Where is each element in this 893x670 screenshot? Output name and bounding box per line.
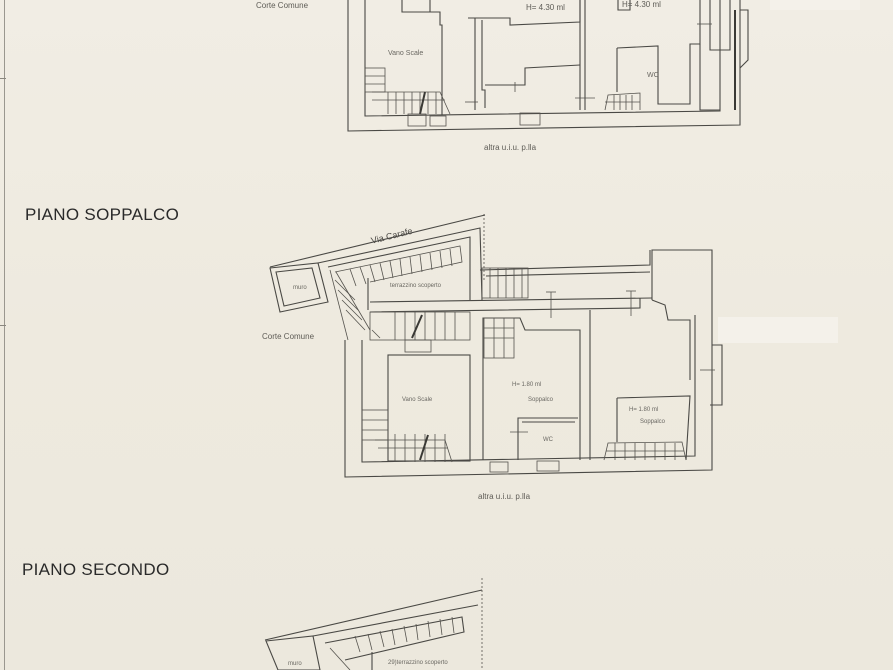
label-vano-scale: Vano Scale bbox=[388, 50, 424, 57]
section-title-piano-soppalco: PIANO SOPPALCO bbox=[25, 205, 180, 224]
label-height: H= 4.30 ml bbox=[526, 3, 565, 12]
label-corte-comune: Corte Comune bbox=[262, 332, 315, 341]
label-height: H= 4.30 ml bbox=[622, 0, 661, 9]
label-height: H= 1.80 ml bbox=[629, 407, 659, 413]
label-corte-comune: Corte Comune bbox=[256, 1, 309, 10]
margin-tick bbox=[0, 325, 6, 326]
redaction-patch bbox=[770, 0, 860, 10]
label-soppalco: Soppalco bbox=[640, 419, 666, 425]
label-soppalco: Soppalco bbox=[528, 397, 554, 403]
secondo-plan-walls bbox=[264, 578, 483, 670]
soppalco-plan-walls bbox=[269, 214, 723, 478]
label-muro: muro bbox=[293, 285, 307, 291]
margin-tick bbox=[0, 78, 6, 79]
label-adjacent-unit: altra u.i.u. p.lla bbox=[484, 143, 537, 152]
label-adjacent-unit: altra u.i.u. p.lla bbox=[478, 492, 531, 501]
redaction-patch bbox=[718, 317, 838, 343]
label-height: H= 1.80 ml bbox=[512, 382, 542, 388]
label-muro: muro bbox=[288, 661, 302, 667]
label-terrazzino: terrazzino scoperto bbox=[390, 283, 442, 289]
label-wc: WC bbox=[647, 72, 659, 79]
top-plan-walls bbox=[347, 0, 749, 132]
label-terrazzino: 29)terrazzino scoperto bbox=[388, 660, 448, 666]
label-wc: WC bbox=[543, 437, 553, 443]
section-title-piano-secondo: PIANO SECONDO bbox=[22, 560, 170, 579]
label-vano-scale: Vano Scale bbox=[402, 397, 433, 403]
page-margin-line bbox=[4, 0, 5, 670]
